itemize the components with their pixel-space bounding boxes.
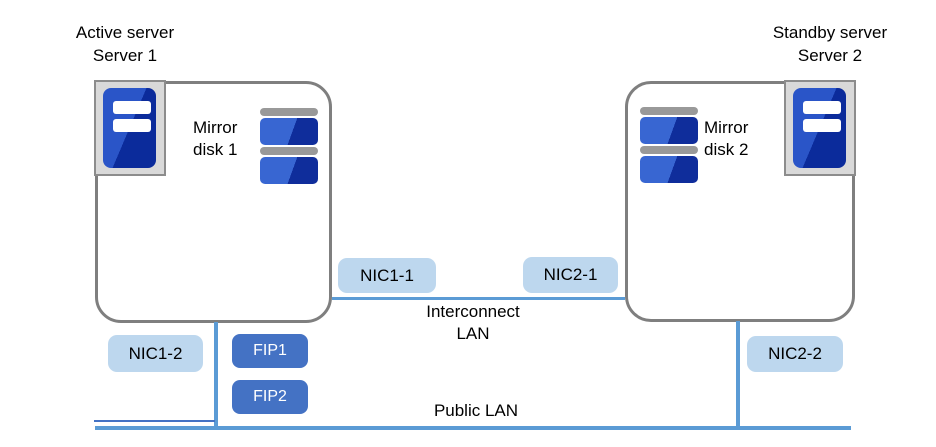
mirror-disk2-label-line2: disk 2	[704, 140, 749, 159]
public-lan-line	[95, 426, 851, 430]
server2-tower-icon	[784, 80, 856, 176]
mirror-disk2-label-line1: Mirror	[704, 118, 749, 137]
server1-role-label: Active server	[75, 23, 175, 42]
nic2-1-chip: NIC2-1	[523, 257, 618, 293]
mirror-disk1-label: Mirror disk 1	[193, 117, 237, 161]
interconnect-lan-line	[332, 297, 625, 300]
public-lan-stub-line	[94, 420, 215, 422]
interconnect-lan-label: Interconnect LAN	[398, 301, 548, 345]
server1-tower-icon	[94, 80, 166, 176]
nic2-2-chip: NIC2-2	[747, 336, 843, 372]
mirror-disk2-icon	[640, 107, 698, 183]
disk-cap	[260, 147, 318, 155]
server-tower-body	[103, 88, 156, 168]
disk-platter	[260, 118, 318, 145]
mirror-disk2-label: Mirror disk 2	[704, 117, 748, 161]
public-lan-label: Public LAN	[433, 401, 519, 420]
interconnect-label-line2: LAN	[456, 324, 490, 343]
server2-name-label: Server 2	[797, 46, 863, 65]
nic1-2-chip: NIC1-2	[108, 335, 203, 372]
mirror-disk1-icon	[260, 108, 318, 184]
server-tower-slot	[803, 101, 841, 114]
disk-cap	[640, 107, 698, 115]
server2-role-label: Standby server	[772, 23, 888, 42]
server1-name-label: Server 1	[92, 46, 158, 65]
server2-public-link-line	[736, 321, 740, 430]
mirror-disk1-label-line1: Mirror	[193, 118, 238, 137]
server1-caption: Active server Server 1	[55, 21, 195, 67]
disk-cap	[640, 146, 698, 154]
fip2-chip: FIP2	[232, 380, 308, 414]
mirror-disk1-label-line2: disk 1	[193, 140, 238, 159]
disk-cap	[260, 108, 318, 116]
disk-platter	[640, 117, 698, 144]
server2-caption: Standby server Server 2	[756, 21, 904, 67]
server-tower-slot	[113, 119, 151, 132]
server-tower-body	[793, 88, 846, 168]
server-tower-slot	[803, 119, 841, 132]
interconnect-label-line1: Interconnect	[426, 302, 520, 321]
nic1-1-chip: NIC1-1	[338, 258, 436, 293]
disk-platter	[640, 156, 698, 183]
server-tower-slot	[113, 101, 151, 114]
fip1-chip: FIP1	[232, 334, 308, 368]
disk-platter	[260, 157, 318, 184]
server1-public-link-line	[214, 322, 218, 430]
